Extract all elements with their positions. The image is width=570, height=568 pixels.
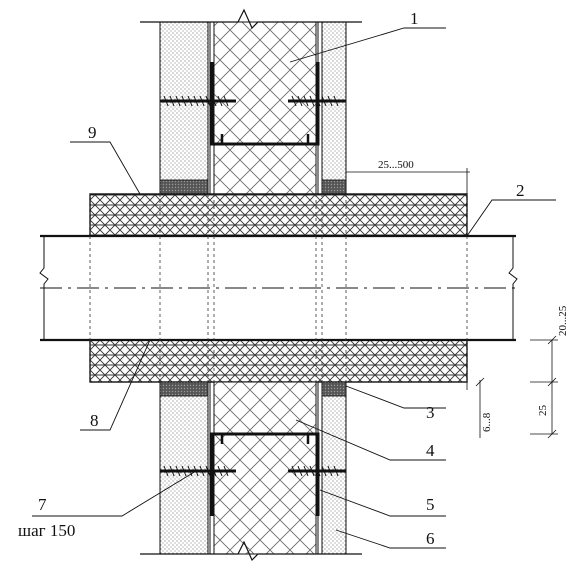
step-note: шаг 150 bbox=[18, 521, 75, 540]
callout-7: 7 bbox=[38, 495, 47, 514]
callout-9: 9 bbox=[88, 123, 97, 142]
pipe-break-left bbox=[39, 236, 49, 340]
dimension-overhang-label: 25...500 bbox=[378, 159, 414, 171]
lower-c-profile bbox=[210, 432, 320, 516]
lower-seal-left bbox=[159, 381, 209, 397]
callout-1: 1 bbox=[410, 9, 419, 28]
upper-wall bbox=[140, 8, 362, 195]
hidden-lines bbox=[89, 194, 468, 382]
lower-screw-right bbox=[288, 465, 346, 477]
upper-board-right bbox=[321, 21, 347, 195]
lower-core bbox=[213, 381, 317, 555]
upper-board-left bbox=[159, 21, 209, 195]
callout-2: 2 bbox=[516, 181, 525, 200]
lower-break-line bbox=[140, 540, 362, 562]
lower-wall bbox=[140, 381, 362, 562]
callout-6: 6 bbox=[426, 529, 435, 548]
dimension-thickness bbox=[530, 335, 558, 439]
insulation-top bbox=[89, 193, 468, 237]
upper-screw-left bbox=[160, 95, 236, 107]
pipe bbox=[39, 234, 518, 342]
lower-seal-right bbox=[321, 381, 347, 397]
callout-3: 3 bbox=[426, 403, 435, 422]
lower-screw-left bbox=[160, 465, 236, 477]
lower-board-left bbox=[159, 381, 209, 555]
leader-lines bbox=[32, 27, 556, 549]
dimension-gap-label: 6...8 bbox=[481, 412, 493, 432]
dimension-thickness-small-label: 20...25 bbox=[557, 305, 569, 336]
dimension-overhang bbox=[346, 168, 470, 194]
upper-seal-left bbox=[159, 179, 209, 195]
lower-board-right bbox=[321, 381, 347, 555]
dimension-gap bbox=[466, 377, 485, 438]
pipe-break-right bbox=[508, 236, 518, 340]
upper-seal-right bbox=[321, 179, 347, 195]
callout-5: 5 bbox=[426, 495, 435, 514]
callout-4: 4 bbox=[426, 441, 435, 460]
upper-break-line bbox=[140, 8, 362, 30]
upper-c-profile bbox=[210, 62, 320, 146]
callout-8: 8 bbox=[90, 411, 99, 430]
upper-core bbox=[213, 21, 317, 195]
dimension-thickness-label: 25 bbox=[537, 405, 549, 417]
upper-screw-right bbox=[288, 95, 346, 107]
insulation-bottom bbox=[89, 339, 468, 383]
